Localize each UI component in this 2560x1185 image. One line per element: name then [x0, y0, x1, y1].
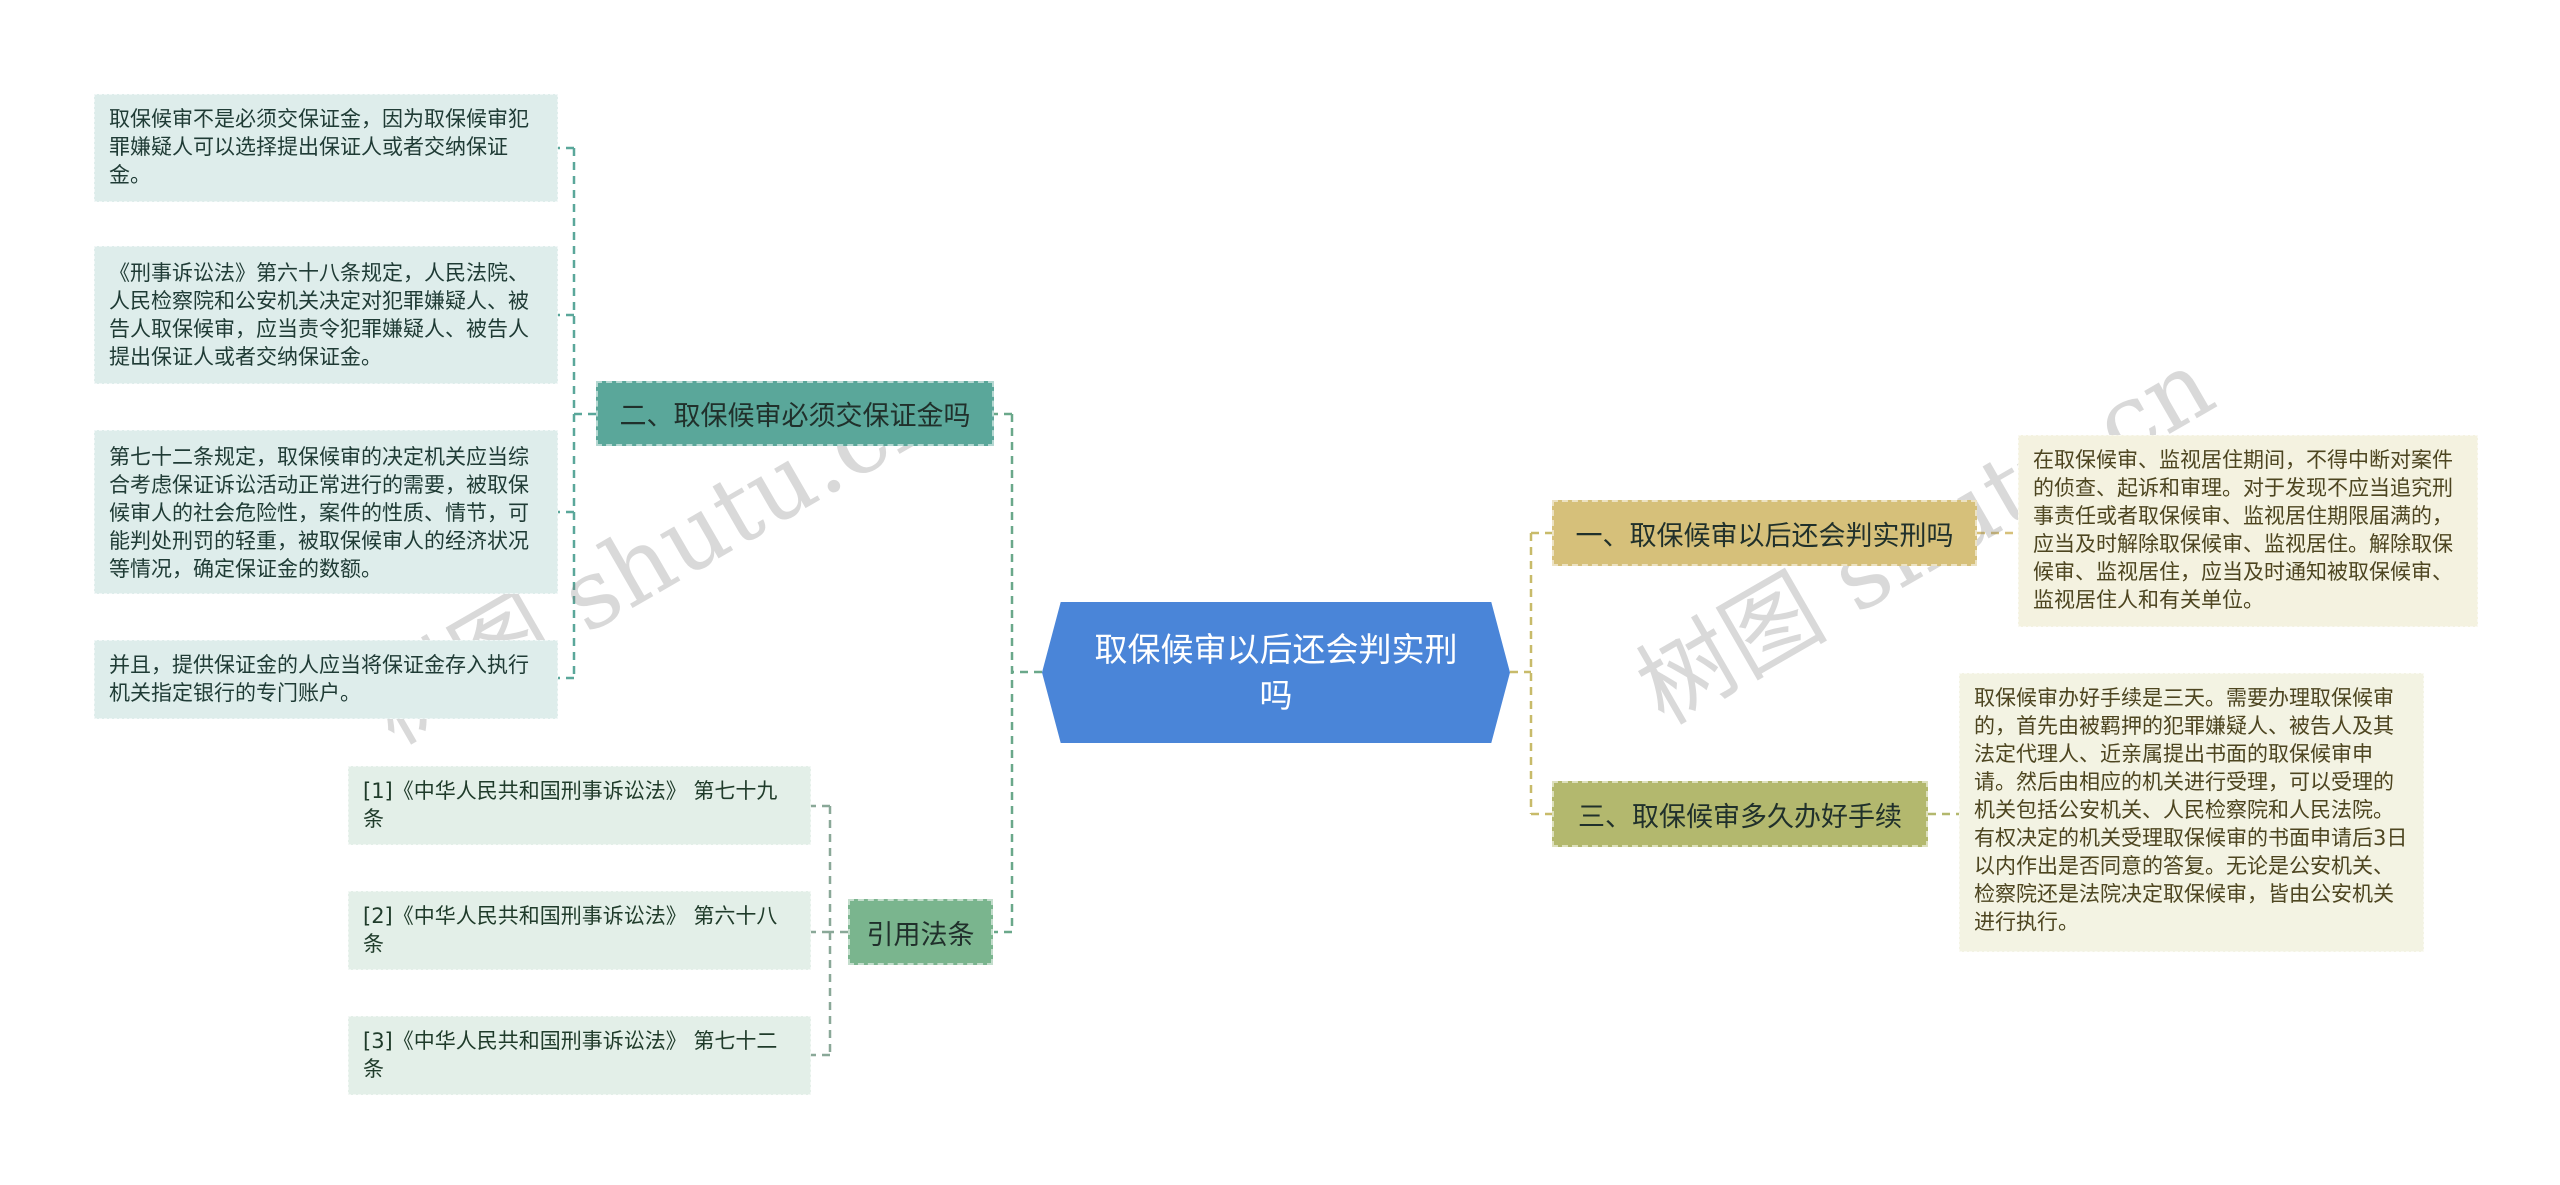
reference-item[interactable]: [2]《中华人民共和国刑事诉讼法》 第六十八条: [348, 891, 811, 970]
branch-node-sentence-after-bail[interactable]: 一、取保候审以后还会判实刑吗: [1552, 500, 1977, 566]
central-topic[interactable]: 取保候审以后还会判实刑吗: [1042, 602, 1510, 743]
branch-node-bail-deposit[interactable]: 二、取保候审必须交保证金吗: [596, 381, 994, 446]
leaf-node[interactable]: 并且，提供保证金的人应当将保证金存入执行机关指定银行的专门账户。: [94, 640, 558, 719]
leaf-node[interactable]: 取保候审不是必须交保证金，因为取保候审犯罪嫌疑人可以选择提出保证人或者交纳保证金…: [94, 94, 558, 202]
leaf-node[interactable]: 在取保候审、监视居住期间，不得中断对案件的侦查、起诉和审理。对于发现不应当追究刑…: [2018, 435, 2478, 627]
branch-node-procedure-duration[interactable]: 三、取保候审多久办好手续: [1552, 781, 1928, 847]
reference-item[interactable]: [1]《中华人民共和国刑事诉讼法》 第七十九条: [348, 766, 811, 845]
leaf-node[interactable]: 第七十二条规定，取保候审的决定机关应当综合考虑保证诉讼活动正常进行的需要，被取保…: [94, 430, 558, 594]
leaf-node[interactable]: 《刑事诉讼法》第六十八条规定，人民法院、人民检察院和公安机关决定对犯罪嫌疑人、被…: [94, 246, 558, 384]
reference-item[interactable]: [3]《中华人民共和国刑事诉讼法》 第七十二条: [348, 1016, 811, 1095]
branch-node-cited-laws[interactable]: 引用法条: [848, 899, 993, 965]
leaf-node[interactable]: 取保候审办好手续是三天。需要办理取保候审的，首先由被羁押的犯罪嫌疑人、被告人及其…: [1959, 673, 2424, 952]
